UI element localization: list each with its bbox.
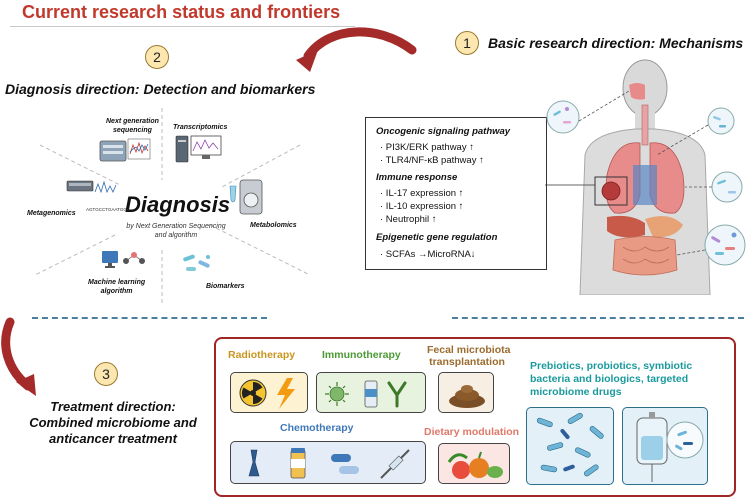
chemotherapy-panel bbox=[230, 441, 426, 484]
epigenetic-heading: Epigenetic gene regulation bbox=[376, 232, 498, 243]
ml-label: Machine learning algorithm bbox=[88, 278, 145, 296]
title-divider bbox=[10, 26, 355, 27]
oncogenic-heading: Oncogenic signaling pathway bbox=[376, 126, 511, 137]
neutrophil-item: · Neutrophil ↑ bbox=[380, 214, 437, 225]
metagenomics-icon bbox=[66, 180, 117, 194]
immune-cell-icon bbox=[325, 380, 407, 408]
arrow-2-to-3 bbox=[1, 317, 33, 391]
dna-sequence-text: AGTGCCTGAATGGA bbox=[86, 207, 130, 212]
basic-research-heading: Basic research direction: Mechanisms bbox=[488, 35, 744, 51]
tlr4-item: · TLR4/NF-κB pathway ↑ bbox=[380, 155, 484, 166]
stool-icon bbox=[449, 385, 485, 408]
metabolomics-icon bbox=[229, 179, 263, 215]
pi3k-item: · PI3K/ERK pathway ↑ bbox=[380, 142, 474, 153]
human-anatomy-illustration bbox=[545, 59, 746, 295]
sequencer-icon bbox=[99, 138, 151, 162]
treatment-heading-line1: Treatment direction: bbox=[50, 399, 176, 414]
dietary-label: Dietary modulation bbox=[424, 426, 520, 438]
diagnosis-heading: Diagnosis direction: Detection and bioma… bbox=[5, 81, 316, 97]
treatment-heading: Treatment direction: Combined microbiome… bbox=[18, 399, 208, 447]
biologics-label-line2: bacteria and biologics, targeted bbox=[530, 373, 689, 385]
scfa-item: · SCFAs →MicroRNA↓ bbox=[380, 249, 476, 260]
probiotics-panel bbox=[526, 407, 614, 485]
metabolomics-label: Metabolomics bbox=[250, 222, 297, 229]
fecal-label-line2: transplantation bbox=[429, 356, 505, 368]
chemotherapy-icons bbox=[248, 448, 410, 479]
biomarkers-label: Biomarkers bbox=[206, 283, 245, 290]
transcriptomics-icon bbox=[175, 135, 222, 163]
dietary-panel bbox=[438, 443, 510, 484]
machine-learning-icon bbox=[102, 251, 145, 268]
immunotherapy-panel bbox=[316, 372, 426, 413]
ngs-label-line2: sequencing bbox=[113, 127, 152, 134]
immunotherapy-label: Immunotherapy bbox=[322, 349, 401, 361]
fecal-panel bbox=[438, 372, 494, 413]
transcriptomics-label: Transcriptomics bbox=[173, 124, 228, 131]
arrow-1-to-2-head bbox=[296, 50, 318, 72]
chemotherapy-label: Chemotherapy bbox=[280, 422, 354, 434]
ngs-label-line1: Next generation bbox=[106, 118, 159, 125]
biologics-label-line1: Prebiotics, probiotics, symbiotic bbox=[530, 360, 693, 372]
bacteria-icon bbox=[183, 254, 210, 271]
radiotherapy-panel bbox=[230, 372, 308, 413]
radiation-icon bbox=[239, 378, 295, 409]
treatment-heading-line3: anticancer treatment bbox=[49, 431, 177, 446]
arrow-1-to-2 bbox=[303, 27, 417, 61]
diagnosis-wheel-lines bbox=[34, 108, 311, 305]
iv-bag-icon bbox=[636, 412, 704, 482]
treatment-box bbox=[214, 337, 736, 497]
biologics-label-line3: microbiome drugs bbox=[530, 386, 622, 398]
bacteria-cluster-icon bbox=[536, 412, 604, 477]
biologics-label: Prebiotics, probiotics, symbiotic bacter… bbox=[530, 360, 692, 399]
fecal-label: Fecal microbiota transplantation bbox=[427, 344, 511, 368]
page-title: Current research status and frontiers bbox=[22, 2, 341, 22]
treatment-heading-line2: Combined microbiome and bbox=[29, 415, 197, 430]
arrow-2-to-3-head bbox=[16, 374, 36, 396]
il10-item: · IL-10 expression ↑ bbox=[380, 201, 464, 212]
il17-item: · IL-17 expression ↑ bbox=[380, 188, 464, 199]
ml-label-line2: algorithm bbox=[100, 288, 133, 295]
fecal-label-line1: Fecal microbiota bbox=[427, 344, 511, 356]
section-2-number: 2 bbox=[145, 45, 169, 69]
ngs-label: Next generation sequencing bbox=[106, 117, 159, 135]
targeted-drug-panel bbox=[622, 407, 708, 485]
left-separator bbox=[32, 317, 267, 319]
section-1-number: 1 bbox=[455, 31, 479, 55]
right-separator bbox=[452, 317, 744, 319]
ml-label-line1: Machine learning bbox=[88, 279, 146, 286]
diagnosis-center-label: Diagnosis bbox=[125, 192, 231, 217]
vegetables-icon bbox=[447, 451, 503, 479]
metagenomics-label: Metagenomics bbox=[27, 210, 76, 217]
mechanism-box: Oncogenic signaling pathway · PI3K/ERK p… bbox=[365, 117, 547, 270]
radiotherapy-label: Radiotherapy bbox=[228, 349, 296, 361]
immune-heading: Immune response bbox=[376, 172, 458, 183]
diagnosis-subtitle: by Next Generation Sequencing and algori… bbox=[126, 223, 226, 239]
section-3-number: 3 bbox=[94, 362, 118, 386]
